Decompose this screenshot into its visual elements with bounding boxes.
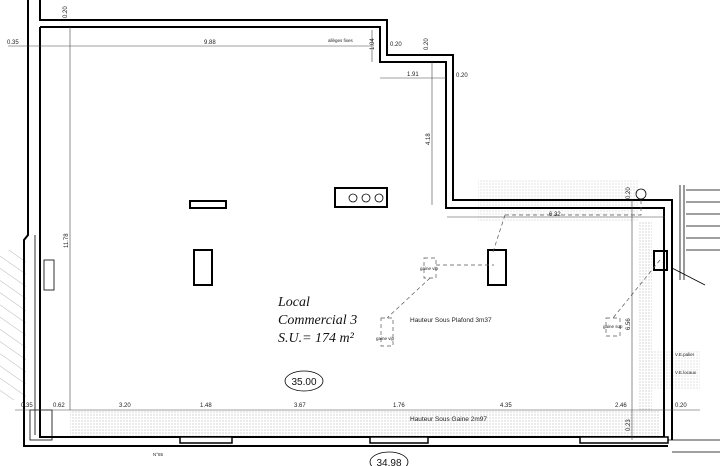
- duct-zone-right: [638, 222, 652, 412]
- dim-step-wall-2: 0.20: [456, 73, 468, 79]
- dim-step-depth: 4.18: [426, 133, 432, 145]
- room-name: Local: [277, 295, 310, 310]
- dim-right-width: 6.32: [549, 212, 561, 218]
- dimension-lines: [8, 27, 700, 440]
- vent-circle: [361, 193, 371, 203]
- dim-bottom-wall: 0.23: [626, 419, 632, 431]
- pillar: [193, 249, 213, 286]
- dim-step-wall-v: 0.20: [424, 38, 430, 50]
- note-duct: gaine vip: [420, 266, 439, 271]
- dim-right-height: 6.56: [626, 318, 632, 330]
- stairs: [671, 185, 720, 286]
- dim-bottom-segment: 1.48: [200, 403, 212, 409]
- note-duct-height: Hauteur Sous Gaine 2m97: [410, 416, 487, 423]
- street-level: 34.98: [376, 458, 401, 466]
- room-area: S.U.= 174 m²: [278, 331, 355, 346]
- dim-step-length: 1.91: [407, 72, 419, 78]
- room-name: Commercial 3: [278, 313, 357, 328]
- note-ve: V.E.locaux: [675, 370, 697, 375]
- note-duct: gaine vip: [376, 336, 395, 341]
- neighbour-hatch: [0, 250, 26, 400]
- column: [189, 200, 227, 209]
- dim-bottom-segment: 3.67: [294, 403, 306, 409]
- dim-top-length: 9.88: [204, 40, 216, 46]
- note-fixed-sills: allèges fixes: [328, 38, 354, 43]
- dim-bottom-segment: 4.35: [500, 403, 512, 409]
- vent-circle: [374, 193, 384, 203]
- dim-bottom-segment: 0.35: [21, 403, 33, 409]
- dim-bottom-segment: 3.20: [119, 403, 131, 409]
- street-number: N°65: [153, 452, 164, 457]
- walls: [23, 0, 720, 453]
- dim-step-wall: 0.20: [390, 42, 402, 48]
- vent-circle: [348, 193, 358, 203]
- duct-routes: [380, 200, 661, 347]
- dim-bottom-segment: 1.76: [393, 403, 405, 409]
- dim-bottom-segment: 2.46: [615, 403, 627, 409]
- drain-icon: [635, 188, 647, 200]
- dim-left-offset: 0.35: [7, 40, 19, 46]
- pillar-small: [653, 250, 668, 271]
- openings: [179, 436, 669, 444]
- dim-right-top-wall: 0.20: [626, 187, 632, 199]
- dim-left-length: 11.78: [64, 233, 70, 248]
- note-duct: gaine sup: [603, 324, 623, 329]
- floor-level: 35.00: [291, 377, 316, 388]
- note-ceiling-height: Hauteur Sous Plafond 3m37: [410, 317, 492, 324]
- street-level-tag: [369, 451, 409, 466]
- dim-bottom-segment: 0.62: [53, 403, 65, 409]
- dim-top-wall: 0.20: [63, 6, 69, 18]
- ve-zone: [652, 350, 700, 390]
- dim-bottom-segment: 0.20: [675, 403, 687, 409]
- floor-level-tag: [284, 370, 324, 392]
- vent-unit: [334, 187, 388, 208]
- note-ve: V.E.palier: [675, 352, 695, 357]
- pillar: [487, 249, 507, 286]
- duct-zone-bottom: [70, 410, 660, 436]
- dim-step-height: 1.04: [370, 38, 376, 50]
